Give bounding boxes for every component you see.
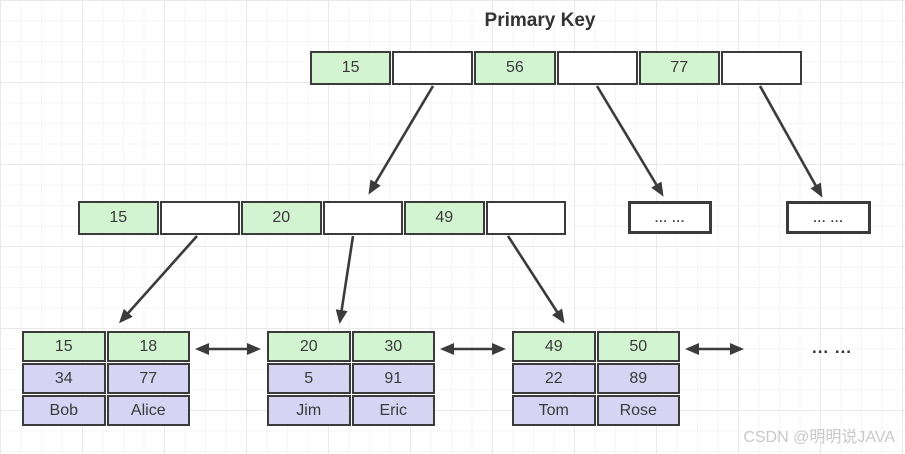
leaf-cell: 49 (512, 331, 596, 362)
arrow-root-to-internal (368, 85, 435, 195)
leaf-cell: Alice (106, 395, 190, 426)
root-key-cell: 15 (310, 51, 392, 85)
leaf-node-2: 20 30 5 91 Jim Eric (267, 331, 435, 426)
leaf-cell: 20 (267, 331, 351, 362)
arrow-root-to-ellipsis-1 (595, 85, 664, 197)
leaf-data-row: 22 89 (512, 363, 680, 394)
root-pointer-cell (392, 51, 474, 85)
leaf-cell: 89 (596, 363, 680, 394)
arrow-internal-to-leaf-2 (335, 235, 355, 324)
internal-pointer-cell (322, 201, 403, 235)
leaf-cell: 34 (22, 363, 106, 394)
leaf-cell: 30 (351, 331, 435, 362)
leaf-data-row: Bob Alice (22, 395, 190, 426)
arrow-root-to-ellipsis-2 (758, 85, 823, 198)
arrow-internal-to-leaf-3 (506, 235, 565, 324)
diagram-title: Primary Key (484, 10, 596, 31)
root-node: 15 56 77 (310, 51, 803, 85)
leaf-cell: Jim (267, 395, 351, 426)
leaf-cell: Bob (22, 395, 106, 426)
leaf-data-row: Tom Rose (512, 395, 680, 426)
root-pointer-cell (556, 51, 638, 85)
internal-key-cell: 20 (241, 201, 322, 235)
internal-key-cell: 49 (404, 201, 485, 235)
internal-node: 15 20 49 (78, 201, 566, 235)
more-leaves-ellipsis: ... ... (811, 338, 853, 357)
root-key-cell: 77 (638, 51, 720, 85)
watermark: CSDN @明明说JAVA (743, 429, 895, 446)
leaf-cell: 5 (267, 363, 351, 394)
leaf-node-1: 15 18 34 77 Bob Alice (22, 331, 190, 426)
leaf-cell: 15 (22, 331, 106, 362)
leaf-cell: 91 (351, 363, 435, 394)
leaf-node-3: 49 50 22 89 Tom Rose (512, 331, 680, 426)
ellipsis-node: ... ... (628, 201, 712, 234)
leaf-cell: 77 (106, 363, 190, 394)
leaf-data-row: 5 91 (267, 363, 435, 394)
leaf-cell: Rose (596, 395, 680, 426)
leaf-key-row: 49 50 (512, 331, 680, 362)
leaf-cell: 18 (106, 331, 190, 362)
leaf-cell: Tom (512, 395, 596, 426)
leaf-cell: 22 (512, 363, 596, 394)
leaf-data-row: 34 77 (22, 363, 190, 394)
arrow-internal-to-leaf-1 (119, 235, 198, 324)
root-pointer-cell (720, 51, 803, 85)
ellipsis-node: ... ... (786, 201, 871, 234)
internal-key-cell: 15 (78, 201, 159, 235)
leaf-cell: 50 (596, 331, 680, 362)
leaf-data-row: Jim Eric (267, 395, 435, 426)
root-key-cell: 56 (474, 51, 556, 85)
leaf-key-row: 20 30 (267, 331, 435, 362)
leaf-key-row: 15 18 (22, 331, 190, 362)
internal-pointer-cell (485, 201, 566, 235)
leaf-cell: Eric (351, 395, 435, 426)
internal-pointer-cell (159, 201, 240, 235)
